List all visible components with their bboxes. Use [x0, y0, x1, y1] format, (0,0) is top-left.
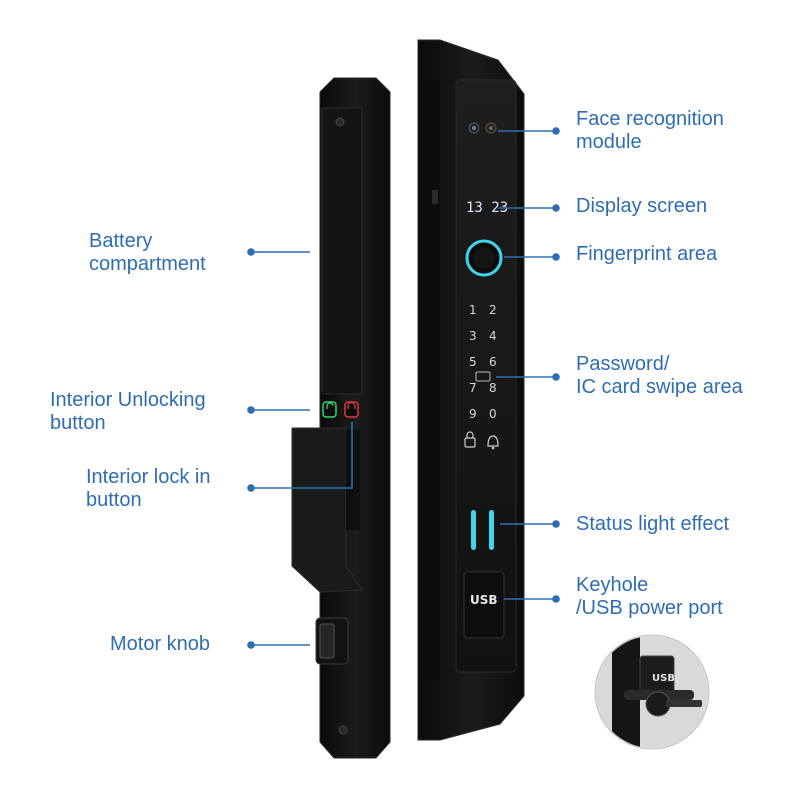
key-7: 7	[469, 381, 477, 395]
inset-keyhole-photo: USB	[594, 634, 710, 750]
battery-compartment-line1: Battery	[89, 230, 153, 252]
lock-button-icon	[344, 401, 359, 418]
interior-lockin-line2: button	[86, 489, 142, 511]
motor-knob-line1: Motor knob	[110, 633, 211, 655]
keyhole-line1: Keyhole	[576, 574, 649, 596]
interior-handle	[291, 427, 363, 593]
bell-icon	[487, 435, 499, 450]
interior-unlock-label: Interior Unlocking button	[50, 389, 206, 435]
card-swipe-icon	[475, 371, 491, 382]
battery-screw-icon	[335, 117, 345, 127]
motor-knob-label: Motor knob	[110, 633, 210, 656]
interior-unlock-line1: Interior Unlocking	[50, 389, 206, 411]
interior-lockin-line1: Interior lock in	[86, 466, 211, 488]
battery-cover	[321, 107, 363, 395]
display-screen-line1: Display screen	[576, 195, 708, 217]
status-light-line1: Status light effect	[576, 513, 730, 535]
key-2: 2	[489, 303, 497, 317]
key-1: 1	[469, 303, 477, 317]
face-recognition-label: Face recognition module	[576, 108, 724, 154]
password-area-line1: Password/	[576, 353, 670, 375]
face-recognition-line2: module	[576, 131, 642, 153]
key-4: 4	[489, 329, 497, 343]
face-recognition-line1: Face recognition	[576, 108, 724, 130]
interior-unlock-line2: button	[50, 412, 106, 434]
battery-compartment-label: Battery compartment	[89, 230, 206, 276]
keypad: 1 2 3 4 5 6 7 8 9 0	[469, 303, 497, 421]
bottom-screw-icon	[338, 725, 348, 735]
keyhole-label: Keyhole /USB power port	[576, 574, 723, 620]
key-5: 5	[469, 355, 477, 369]
password-area-label: Password/ IC card swipe area	[576, 353, 743, 399]
key-8: 8	[489, 381, 497, 395]
screen-time: 13 23	[466, 200, 508, 216]
keyhole-cover	[463, 571, 505, 639]
key-6: 6	[489, 355, 497, 369]
keyhole-line2: /USB power port	[576, 597, 723, 619]
unlock-button-icon	[322, 401, 337, 418]
key-3: 3	[469, 329, 477, 343]
status-light-right	[489, 510, 494, 550]
camera-icon	[468, 122, 497, 134]
interior-lockin-label: Interior lock in button	[86, 466, 211, 512]
status-light-left	[471, 510, 476, 550]
fingerprint-area-line1: Fingerprint area	[576, 243, 718, 265]
key-9: 9	[469, 407, 477, 421]
leader-lines	[247, 127, 560, 649]
interior-lock-body	[291, 77, 391, 759]
inset-usb-label: USB	[652, 673, 675, 684]
display-screen-label: Display screen	[576, 195, 707, 218]
key-0: 0	[489, 407, 497, 421]
lock-key-icon	[464, 431, 476, 448]
fingerprint-area-label: Fingerprint area	[576, 243, 717, 266]
exterior-lock-body: 13 23 1 2 3 4 5 6 7 8 9 0	[417, 39, 525, 741]
battery-compartment-line2: compartment	[89, 253, 206, 275]
password-area-line2: IC card swipe area	[576, 376, 743, 398]
status-light-label: Status light effect	[576, 513, 729, 536]
usb-label: USB	[470, 593, 498, 607]
